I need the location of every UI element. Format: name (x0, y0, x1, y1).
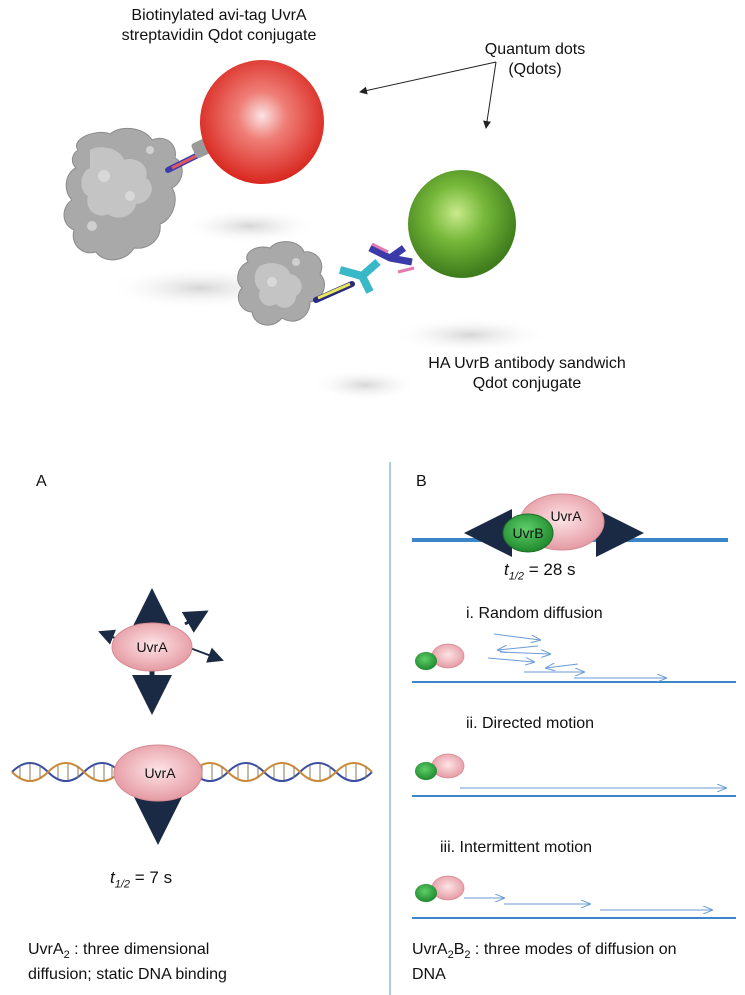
uvra-b-label: UvrA (550, 508, 582, 524)
qdots-label: Quantum dots (Qdots) (480, 40, 590, 80)
uvra-small-1 (431, 643, 465, 669)
biotin-label-line1: Biotinylated avi-tag UvrA (131, 7, 307, 24)
biotin-linker-inner (171, 154, 197, 170)
uvra-small-3 (431, 875, 465, 901)
panel-b-caption: UvrA2B2 : three modes of diffusion on DN… (412, 940, 677, 985)
qdot-arrow-down (483, 61, 497, 129)
caption-b-sub1: 2 (447, 949, 454, 962)
panel-a-caption: UvrA2 : three dimensional diffusion; sta… (28, 940, 227, 985)
shadow-2 (180, 208, 320, 244)
red-qdot (200, 60, 324, 184)
uvra-ellipse-free (111, 622, 193, 672)
t-value: = 7 s (130, 868, 173, 887)
caption-b-pre: UvrA (412, 941, 448, 958)
uvrb-ellipse-b (502, 513, 554, 553)
ha-label-line2: Qdot conjugate (472, 375, 582, 392)
shadow-3 (390, 317, 550, 353)
caption-a-sub: 2 (63, 949, 70, 962)
uvrb-b-label: UvrB (512, 525, 543, 541)
mode3-label: iii. Intermittent motion (440, 839, 593, 856)
mode2-label: ii. Directed motion (466, 715, 595, 732)
uvra-small-2 (431, 753, 465, 779)
uvrb-small-2 (415, 762, 437, 780)
uvra-free-label: UvrA (136, 639, 168, 655)
caption-b-mid: B (453, 941, 465, 958)
caption-a-line2: diffusion; static DNA binding (28, 966, 227, 984)
ha-label-line1: HA UvrB antibody sandwich (428, 355, 626, 372)
caption-b-line1: : three modes of diffusion on (470, 941, 677, 958)
panel-a-half-life: t1/2 = 7 s (110, 868, 172, 894)
t-subscript-b: 1/2 (508, 570, 525, 583)
random-arrows (487, 633, 666, 678)
qdot-arrow-left (359, 61, 497, 95)
uvra-ellipse-dna (113, 744, 203, 802)
green-qdot (408, 170, 516, 278)
t-symbol: t (110, 868, 115, 887)
top-illustration (63, 60, 550, 401)
biotin-label-line2: streptavidin Qdot conjugate (121, 27, 317, 44)
t-value-b: = 28 s (524, 560, 576, 579)
caption-b-sub2: 2 (464, 949, 471, 962)
intermittent-arrows (464, 898, 712, 910)
qdots-label-line2: (Qdots) (508, 61, 562, 78)
arrow-right (189, 647, 224, 663)
uvrb-small-3 (415, 884, 437, 902)
caption-a-pre: UvrA (28, 941, 64, 958)
mode1-label: i. Random diffusion (466, 605, 603, 622)
arrow-upright (181, 610, 209, 633)
t-symbol-b: t (504, 560, 509, 579)
panel-b-letter: B (416, 473, 427, 490)
uvrb-protein-structure (237, 241, 325, 326)
uvrb-small-1 (415, 652, 437, 670)
caption-b-line2: DNA (412, 966, 446, 984)
panel-a-graphics (11, 588, 373, 845)
panel-b-half-life: t1/2 = 28 s (504, 560, 576, 586)
qdots-label-line1: Quantum dots (484, 41, 586, 58)
uvra-protein-structure (63, 127, 183, 261)
shadow-4 (310, 369, 420, 401)
uvra-dna-label: UvrA (144, 765, 176, 781)
panel-a-letter: A (36, 473, 47, 490)
ha-conjugate-label: HA UvrB antibody sandwich Qdot conjugate (412, 354, 642, 394)
biotin-conjugate-label: Biotinylated avi-tag UvrA streptavidin Q… (104, 6, 334, 46)
caption-a-line1: : three dimensional (69, 941, 210, 958)
panel-b-graphics (412, 493, 736, 919)
antibody-sandwich (313, 242, 415, 303)
t-subscript: 1/2 (114, 878, 131, 891)
